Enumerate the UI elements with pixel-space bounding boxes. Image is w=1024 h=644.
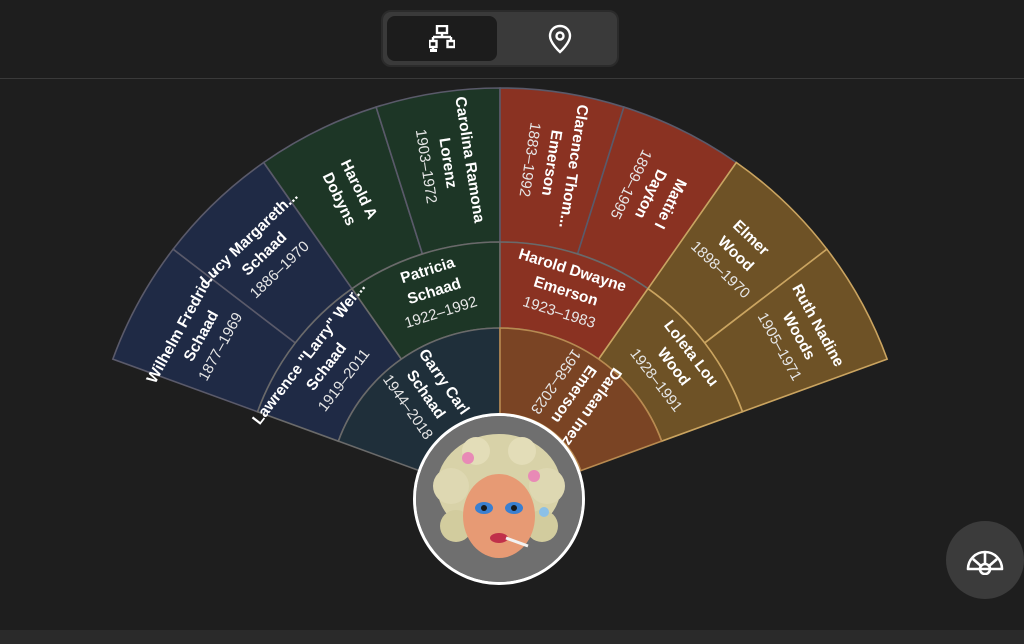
- tree-icon: [429, 24, 455, 52]
- map-view-button[interactable]: [505, 16, 615, 61]
- tree-view-button[interactable]: [387, 16, 497, 61]
- root-person-avatar[interactable]: [413, 413, 585, 585]
- fan-chart-icon: [966, 550, 1004, 575]
- view-toggle: [381, 10, 619, 67]
- map-pin-icon: [548, 24, 572, 54]
- avatar-photo: [416, 416, 582, 582]
- chart-style-button[interactable]: [946, 521, 1024, 599]
- bottom-bar: [0, 630, 1024, 644]
- divider: [0, 78, 1024, 79]
